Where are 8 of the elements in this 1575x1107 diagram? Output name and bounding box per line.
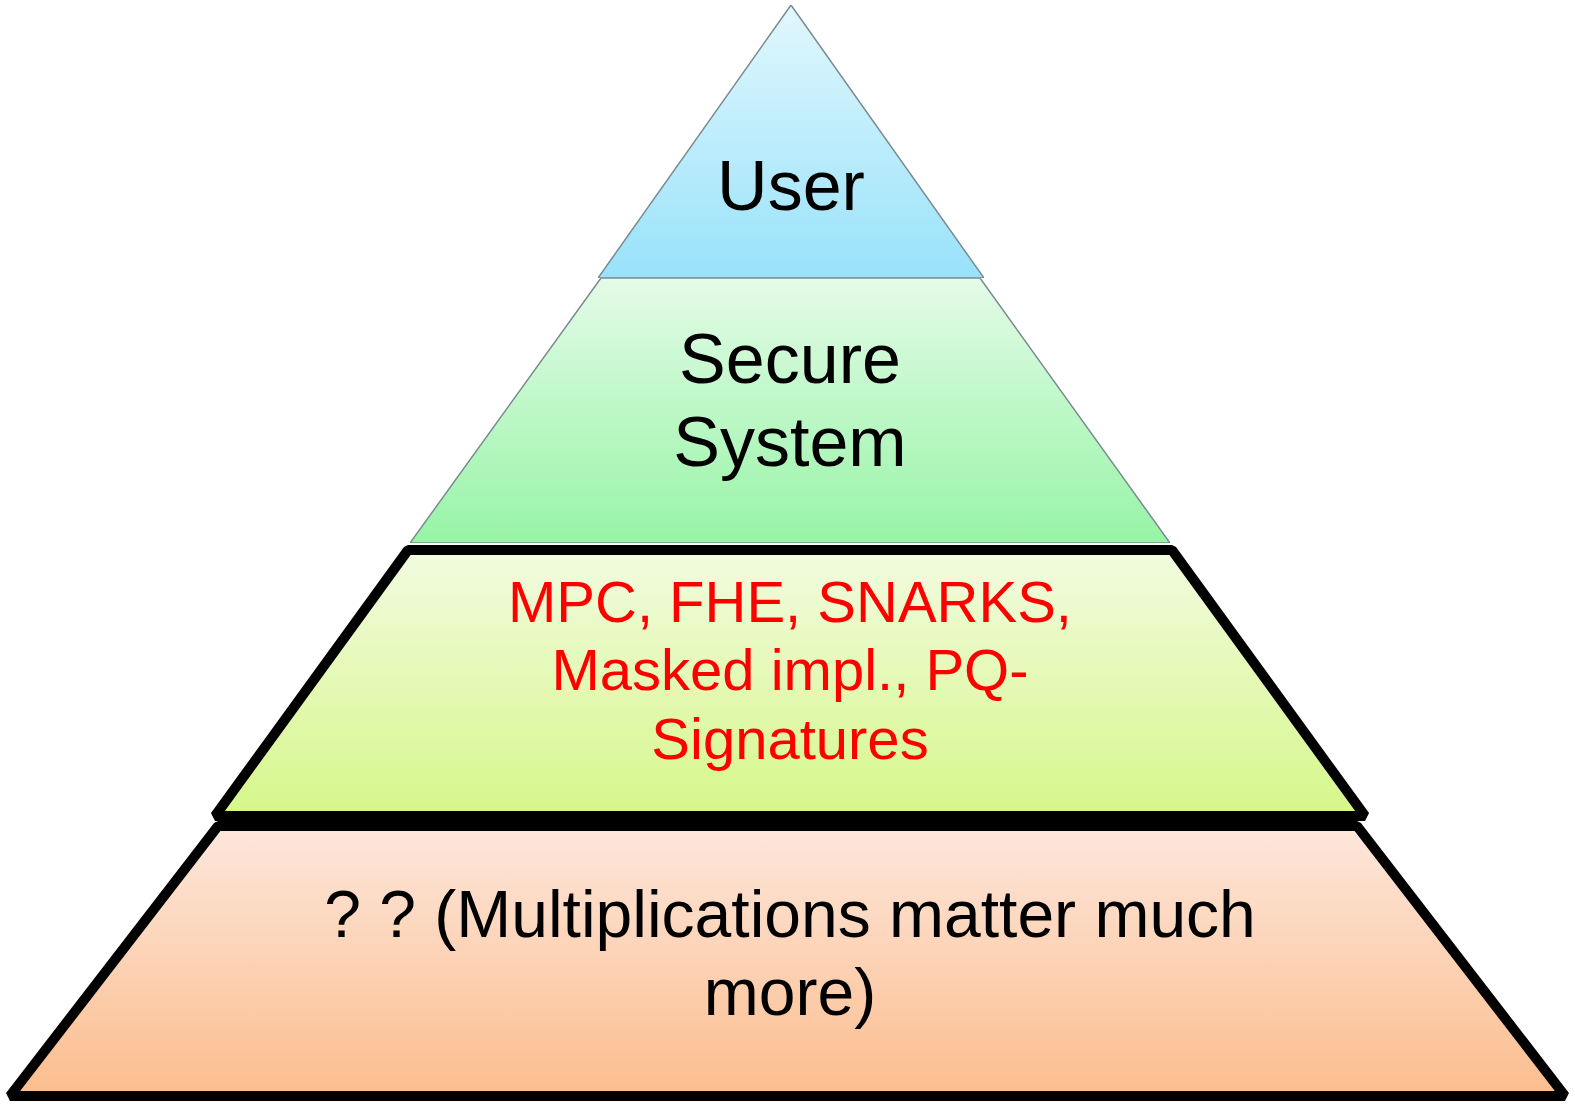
pyramid-tier: [5, 821, 1570, 1101]
tier-label: MPC, FHE, SNARKS, Masked impl., PQ-Signatures: [507, 568, 1073, 773]
pyramid-tier: [410, 278, 1170, 543]
pyramid-tier: [598, 5, 984, 278]
pyramid-tier: [210, 545, 1370, 821]
tier-label: Secure System: [672, 319, 908, 483]
tier-label: User: [716, 146, 866, 227]
tier-label: ? ? (Multiplications matter much more): [323, 876, 1257, 1031]
